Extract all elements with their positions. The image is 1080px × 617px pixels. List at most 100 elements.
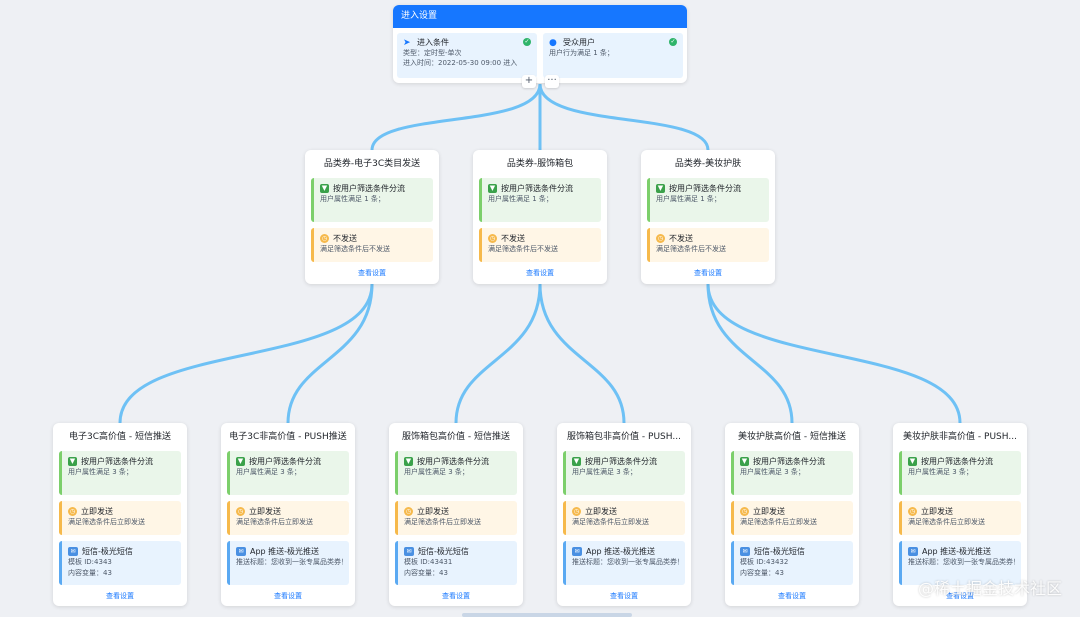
send-desc: 满足筛选条件后立即发送 — [68, 518, 145, 526]
node-title: 服饰箱包高价值 - 短信推送 — [402, 432, 510, 442]
message-block[interactable]: ✉ App 推送-极光推送 推送标题：您收到一张专属品类券！ — [227, 541, 349, 585]
edge-mid2-to-leaf-4 — [538, 283, 626, 424]
clock-icon: ◷ — [320, 234, 329, 243]
filter-block[interactable]: ▼ 按用户筛选条件分流 用户属性满足 1 条； — [479, 178, 601, 222]
send-label: 立即发送 — [81, 507, 113, 516]
filter-desc: 用户属性满足 3 条； — [236, 468, 301, 476]
message-node[interactable]: 电子3C高价值 - 短信推送 ▼按用户筛选条件分流 用户属性满足 3 条； ◷立… — [53, 423, 187, 606]
filter-block[interactable]: ▼按用户筛选条件分流 用户属性满足 3 条； — [731, 451, 853, 495]
edge-mid3-to-leaf-6 — [706, 283, 962, 424]
message-detail: 模板 ID:43432 — [740, 558, 789, 566]
message-node[interactable]: 美妆护肤高价值 - 短信推送 ▼按用户筛选条件分流 用户属性满足 3 条； ◷ 立… — [725, 423, 859, 606]
send-label: 立即发送 — [753, 507, 785, 516]
message-detail: 推送标题：您收到一张专属品类券！ — [908, 558, 1015, 566]
filter-block[interactable]: ▼按用户筛选条件分流 用户属性满足 3 条； — [59, 451, 181, 495]
view-settings-link[interactable]: 查看设置 — [778, 592, 806, 600]
message-node[interactable]: 服饰箱包非高价值 - PUSH... ▼按用户筛选条件分流 用户属性满足 3 条… — [557, 423, 691, 606]
node-title: 美妆护肤高价值 - 短信推送 — [738, 432, 846, 442]
filter-block[interactable]: ▼按用户筛选条件分流 用户属性满足 1 条； — [311, 178, 433, 222]
clock-icon: ◷ — [740, 507, 749, 516]
message-detail: 推送标题：您收到一张专属品类券！ — [572, 558, 679, 566]
view-settings-link[interactable]: 查看设置 — [106, 592, 134, 600]
entry-condition-panel[interactable]: ➤ 进入条件 类型：定时型-单次 进入时间：2022-05-30 09:00 进… — [397, 33, 537, 78]
message-block[interactable]: ✉短信-极光短信 模板 ID:43431 内容变量：43 — [395, 541, 517, 585]
filter-icon: ▼ — [236, 457, 245, 466]
node-title: 电子3C高价值 - 短信推送 — [69, 432, 171, 442]
edge-mid1-to-leaf-2 — [286, 283, 374, 424]
view-settings-link[interactable]: 查看设置 — [358, 269, 386, 277]
view-settings-link[interactable]: 查看设置 — [274, 592, 302, 600]
node-title: 品类券-美妆护肤 — [674, 159, 742, 169]
send-block[interactable]: ◷立即发送 满足筛选条件后立即发送 — [731, 501, 853, 535]
view-settings-link[interactable]: 查看设置 — [946, 592, 974, 600]
send-block[interactable]: ◷立即发送 满足筛选条件后立即发送 — [59, 501, 181, 535]
audience-panel[interactable]: ● 受众用户 用户行为满足 1 条； ✓ — [543, 33, 683, 78]
send-desc: 满足筛选条件后不发送 — [488, 245, 558, 253]
filter-label: 按用户筛选条件分流 — [81, 457, 153, 466]
entry-settings-title: 进入设置 — [393, 5, 687, 28]
message-block[interactable]: ✉App 推送-极光推送 推送标题：您收到一张专属品类券！ — [899, 541, 1021, 585]
more-options-button[interactable]: ··· — [545, 75, 559, 88]
send-block[interactable]: ◷不发送 满足筛选条件后不发送 — [311, 228, 433, 262]
filter-label: 按用户筛选条件分流 — [753, 457, 825, 466]
filter-desc: 用户属性满足 3 条； — [740, 468, 805, 476]
message-icon: ✉ — [236, 547, 246, 556]
send-label: 立即发送 — [249, 507, 281, 516]
filter-desc: 用户属性满足 3 条； — [68, 468, 133, 476]
edge-root-to-mid-1 — [370, 83, 542, 151]
message-node[interactable]: 美妆护肤非高价值 - PUSH... ▼按用户筛选条件分流 用户属性满足 3 条… — [893, 423, 1027, 606]
filter-desc: 用户属性满足 1 条； — [656, 195, 721, 203]
branch-node[interactable]: 品类券-美妆护肤 ▼按用户筛选条件分流 用户属性满足 1 条； ◷不发送 满足筛… — [641, 150, 775, 284]
entry-settings-card[interactable]: 进入设置 ➤ 进入条件 类型：定时型-单次 进入时间：2022-05-30 09… — [393, 5, 687, 83]
send-block[interactable]: ◷不发送 满足筛选条件后不发送 — [479, 228, 601, 262]
send-block[interactable]: ◷不发送 满足筛选条件后不发送 — [647, 228, 769, 262]
send-desc: 满足筛选条件后立即发送 — [908, 518, 985, 526]
horizontal-scrollbar[interactable] — [462, 613, 632, 617]
view-settings-link[interactable]: 查看设置 — [610, 592, 638, 600]
message-icon: ✉ — [572, 547, 582, 556]
message-block[interactable]: ✉短信-极光短信 模板 ID:4343 内容变量：43 — [59, 541, 181, 585]
entry-condition-label: 进入条件 — [417, 38, 449, 47]
filter-block[interactable]: ▼按用户筛选条件分流 用户属性满足 3 条； — [899, 451, 1021, 495]
message-label: App 推送-极光推送 — [922, 547, 992, 556]
node-title: 服饰箱包非高价值 - PUSH... — [567, 432, 681, 442]
message-node[interactable]: 服饰箱包高价值 - 短信推送 ▼按用户筛选条件分流 用户属性满足 3 条； ◷立… — [389, 423, 523, 606]
filter-block[interactable]: ▼按用户筛选条件分流 用户属性满足 1 条； — [647, 178, 769, 222]
filter-label: 按用户筛选条件分流 — [669, 184, 741, 193]
filter-block[interactable]: ▼按用户筛选条件分流 用户属性满足 3 条； — [395, 451, 517, 495]
send-desc: 满足筛选条件后不发送 — [320, 245, 390, 253]
add-node-button[interactable]: + — [522, 75, 536, 88]
filter-desc: 用户属性满足 1 条； — [488, 195, 553, 203]
message-icon: ✉ — [740, 547, 750, 556]
filter-block[interactable]: ▼按用户筛选条件分流 用户属性满足 3 条； — [227, 451, 349, 495]
send-block[interactable]: ◷立即发送 满足筛选条件后立即发送 — [395, 501, 517, 535]
filter-label: 按用户筛选条件分流 — [417, 457, 489, 466]
message-detail: 内容变量：43 — [68, 569, 112, 577]
message-detail: 内容变量：43 — [740, 569, 784, 577]
entry-time: 进入时间：2022-05-30 09:00 进入 — [403, 59, 518, 67]
send-block[interactable]: ◷立即发送 满足筛选条件后立即发送 — [563, 501, 685, 535]
message-block[interactable]: ✉App 推送-极光推送 推送标题：您收到一张专属品类券！ — [563, 541, 685, 585]
message-node[interactable]: 电子3C非高价值 - PUSH推送 ▼按用户筛选条件分流 用户属性满足 3 条；… — [221, 423, 355, 606]
filter-desc: 用户属性满足 1 条； — [320, 195, 385, 203]
node-title: 美妆护肤非高价值 - PUSH... — [903, 432, 1017, 442]
message-icon: ✉ — [404, 547, 414, 556]
message-block[interactable]: ✉短信-极光短信 模板 ID:43432 内容变量：43 — [731, 541, 853, 585]
message-detail: 推送标题：您收到一张专属品类券！ — [236, 558, 343, 566]
filter-label: 按用户筛选条件分流 — [501, 184, 573, 193]
send-block[interactable]: ◷立即发送 满足筛选条件后立即发送 — [899, 501, 1021, 535]
view-settings-link[interactable]: 查看设置 — [526, 269, 554, 277]
clock-icon: ◷ — [236, 507, 245, 516]
filter-block[interactable]: ▼按用户筛选条件分流 用户属性满足 3 条； — [563, 451, 685, 495]
send-block[interactable]: ◷ 立即发送 满足筛选条件后立即发送 — [227, 501, 349, 535]
send-desc: 满足筛选条件后立即发送 — [236, 518, 313, 526]
filter-icon: ▼ — [488, 184, 497, 193]
audience-label: 受众用户 — [563, 38, 595, 47]
entry-type: 类型：定时型-单次 — [403, 49, 462, 57]
message-label: App 推送-极光推送 — [250, 547, 320, 556]
branch-node[interactable]: 品类券-服饰箱包 ▼按用户筛选条件分流 用户属性满足 1 条； ◷不发送 满足筛… — [473, 150, 607, 284]
branch-node[interactable]: 品类券-电子3C类目发送 ▼按用户筛选条件分流 用户属性满足 1 条； ◷不发送… — [305, 150, 439, 284]
view-settings-link[interactable]: 查看设置 — [694, 269, 722, 277]
view-settings-link[interactable]: 查看设置 — [442, 592, 470, 600]
